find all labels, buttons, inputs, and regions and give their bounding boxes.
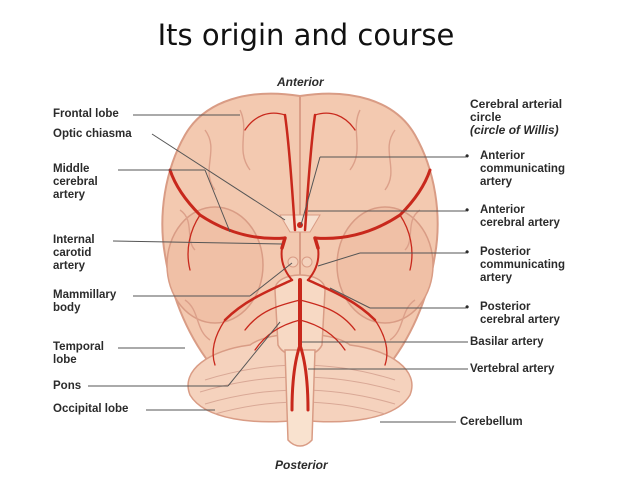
vertebral-artery-label: Vertebral artery (470, 363, 555, 375)
frontal-lobe-label: Frontal lobe (53, 108, 119, 120)
anterior-communicating-artery-label: Anterior communicating artery (480, 150, 565, 189)
vertebral-artery (290, 343, 302, 412)
arteries (168, 112, 432, 412)
basilar-artery-label: Basilar artery (470, 336, 544, 348)
posterior-communicating-artery-label: Posterior communicating artery (480, 246, 565, 285)
anterior-label: Anterior (277, 75, 324, 89)
bullet-icon: • (465, 203, 470, 217)
mammillary-body-label: Mammillary body (53, 289, 117, 315)
circle-of-willis-heading: Cerebral arterial circle (circle of Will… (470, 97, 563, 138)
internal-carotid-artery (280, 236, 287, 250)
bullet-icon: • (465, 245, 470, 259)
internal-carotid-artery-label: Internal carotid artery (53, 234, 95, 273)
bullet-icon: • (465, 149, 470, 163)
posterior-cerebral-artery-label: Posterior cerebral artery (480, 301, 560, 327)
bullet-icon: • (465, 300, 470, 314)
leader-lines (88, 114, 468, 423)
optic-chiasma-label: Optic chiasma (53, 128, 132, 140)
posterior-cerebral-artery (223, 278, 294, 322)
brain-illustration (161, 92, 439, 447)
posterior-label: Posterior (275, 458, 328, 472)
pons-label: Pons (53, 380, 82, 392)
posterior-communicating-artery (280, 247, 293, 281)
temporal-lobe-label: Temporal lobe (53, 341, 104, 367)
slide-title: Its origin and course (157, 18, 455, 52)
anterior-cerebral-artery (283, 113, 297, 232)
cerebellum-label: Cerebellum (460, 416, 523, 428)
anterior-cerebral-artery-label: Anterior cerebral artery (480, 204, 560, 230)
occipital-lobe-label: Occipital lobe (53, 403, 129, 415)
middle-cerebral-artery-label: Middle cerebral artery (53, 163, 98, 202)
medulla (284, 349, 316, 447)
